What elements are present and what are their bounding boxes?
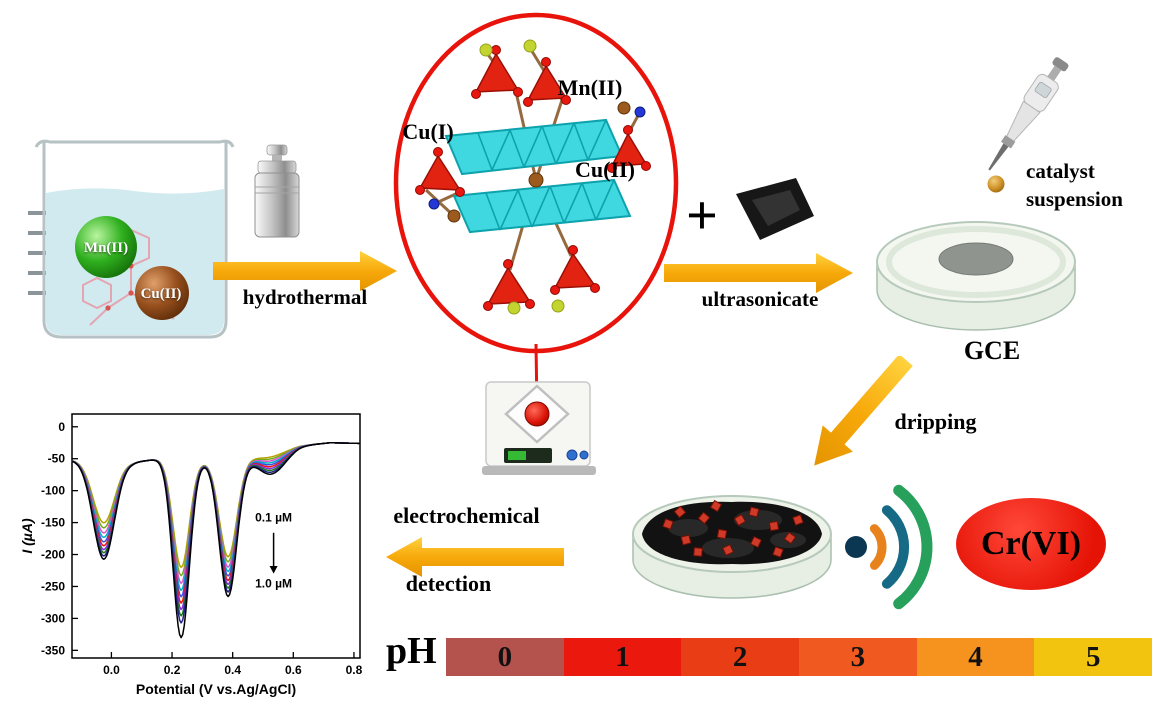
annotation-from: 0.1 µM	[255, 510, 292, 524]
plot-frame	[71, 413, 361, 659]
modified-electrode-icon	[632, 495, 832, 599]
series-line	[71, 441, 360, 639]
stirrer-base	[482, 466, 596, 475]
axes: 0.0 0.2 0.4 0.6 0.8 0 -50 -100 -150 -200 -250 -300 -…	[19, 420, 363, 697]
ph-segment-0: 0	[446, 638, 564, 676]
cu-spheres	[447, 101, 631, 223]
dripping-label: dripping	[894, 409, 977, 434]
y-tick-label: -150	[41, 516, 65, 530]
stirrer-knob	[566, 449, 578, 461]
dpv-chart-svg: 0.0 0.2 0.4 0.6 0.8 0 -50 -100 -150 -200 -250 -300 -…	[19, 413, 363, 697]
carbon-sheet-icon	[736, 178, 814, 240]
annotation-to: 1.0 µM	[255, 577, 292, 591]
red-tetrahedra	[418, 52, 648, 305]
x-tick-label: 0.2	[164, 663, 181, 677]
cu-sphere	[135, 266, 189, 320]
x-axis-title: Potential (V vs.Ag/AgCl)	[136, 681, 296, 697]
series-group	[71, 441, 360, 639]
y-tick-label: -200	[41, 548, 65, 562]
ph-segment-4: 4	[916, 638, 1035, 676]
x-tick-label: 0.6	[285, 663, 302, 677]
y-tick-label: -250	[41, 579, 65, 593]
detection-label-line1: electrochemical	[393, 503, 540, 528]
annotation-arrowhead	[269, 566, 278, 574]
structure-cu1-label: Cu(I)	[402, 119, 454, 144]
gce-electrode-icon	[876, 221, 1076, 331]
beaker-rim	[34, 139, 235, 148]
signal-waves-icon	[845, 484, 933, 610]
analyte-badge: Cr(VI)	[956, 498, 1106, 590]
structure-mn-label: Mn(II)	[557, 75, 623, 100]
ultrasonicate-label: ultrasonicate	[701, 287, 819, 311]
gce-label: GCE	[963, 336, 1021, 365]
beaker-glass-outline	[42, 141, 228, 339]
mn-spheres	[479, 39, 565, 315]
pipette-icon	[987, 57, 1069, 193]
y-axis-title: I (µA)	[19, 518, 35, 554]
ph-segment-2: 2	[681, 638, 800, 676]
crystal-structure-icon	[393, 12, 679, 354]
ph-segment-1: 1	[563, 638, 682, 676]
detection-label-line2: detection	[405, 571, 492, 596]
catalyst-caption-line2: suspension	[1026, 187, 1123, 211]
cyan-polyhedra-bands	[444, 118, 632, 234]
ph-segment-3: 3	[799, 638, 917, 676]
ultrasonicate-arrow-icon	[664, 253, 853, 293]
structure-cu2-label: Cu(II)	[575, 157, 635, 182]
oxygen-spheres	[415, 45, 651, 311]
concentration-annotation: 0.1 µM 1.0 µM	[255, 510, 292, 590]
stirrer-display-digits	[508, 451, 526, 460]
ph-segment-5: 5	[1034, 638, 1153, 676]
catalyst-cubes	[662, 499, 804, 558]
stirrer-red-dot	[524, 401, 550, 427]
dpv-chart: 0.0 0.2 0.4 0.6 0.8 0 -50 -100 -150 -200 -250 -300 -…	[18, 404, 370, 702]
y-tick-label: 0	[58, 420, 65, 434]
autoclave-icon	[254, 144, 300, 238]
mn-sphere	[75, 216, 137, 278]
ph-label: pH	[386, 630, 437, 672]
stirrer-knob-2	[579, 450, 589, 460]
beaker-cu-label: Cu(II)	[140, 286, 182, 302]
x-tick-label: 0.4	[224, 663, 241, 677]
x-tick-label: 0.8	[346, 663, 363, 677]
n-spheres	[428, 106, 646, 210]
stirrer-icon	[482, 343, 596, 475]
y-tick-label: -100	[41, 484, 65, 498]
beaker-liquid	[46, 188, 224, 335]
y-tick-label: -350	[41, 643, 65, 657]
dripping-arrow-icon	[814, 356, 913, 466]
plus-sign: +	[686, 185, 718, 247]
suspension-drop	[987, 175, 1005, 193]
analyte-label: Cr(VI)	[980, 525, 1082, 562]
detection-arrow-icon	[386, 537, 564, 577]
catalyst-caption-line1: catalyst	[1026, 159, 1095, 183]
y-tick-label: -300	[41, 611, 65, 625]
beaker-mn-label: Mn(II)	[83, 240, 129, 256]
y-tick-label: -50	[48, 452, 66, 466]
x-tick-label: 0.0	[103, 663, 120, 677]
beaker-icon	[28, 139, 235, 339]
gce-center-disc	[938, 242, 1014, 276]
hydrothermal-label: hydrothermal	[242, 285, 368, 309]
hydrothermal-arrow-icon	[213, 251, 397, 291]
